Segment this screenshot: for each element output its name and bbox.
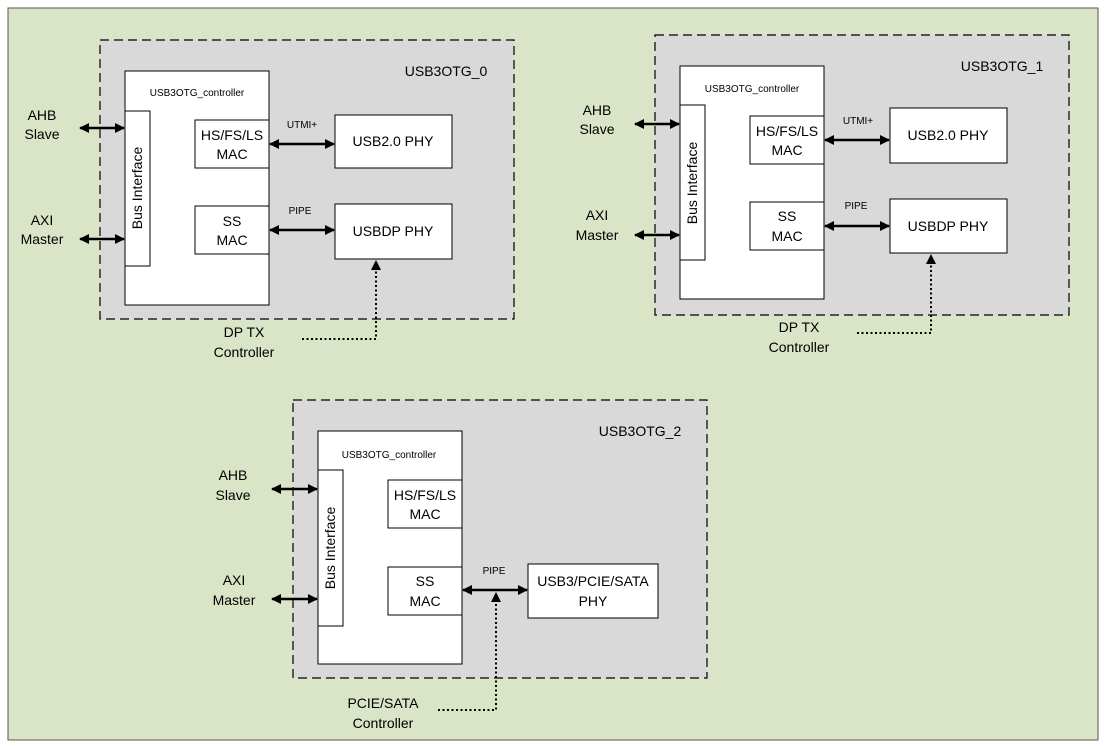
usb3otg-1-usbdp-phy-label: USBDP PHY xyxy=(908,218,989,234)
usb3otg-2-axi-line1: AXI xyxy=(223,572,246,588)
usb3otg-0-hs-mac xyxy=(194,119,270,169)
usb3otg-2-combo-phy-line1: USB3/PCIE/SATA xyxy=(537,573,649,589)
usb3otg-2-controller-label: USB3OTG_controller xyxy=(342,450,437,461)
usb3otg-2-ahb-line1: AHB xyxy=(219,467,248,483)
usb3otg-0-ext-dotted-arrow xyxy=(302,260,381,340)
usb3otg-0-group: USB3OTG_0 USB3OTG_controller Bus Interfa… xyxy=(21,39,515,360)
usb3otg-1-ext-dotted-arrow xyxy=(857,254,936,334)
usb3otg-0-hs-mac-line1: HS/FS/LS xyxy=(201,127,263,143)
usb3otg-2-ss-mac-line1: SS xyxy=(416,573,435,589)
usb3otg-2-pipe-label: PIPE xyxy=(483,566,506,577)
usb3otg-0-usbdp-phy xyxy=(334,203,453,260)
usb3otg-2-bus-interface xyxy=(317,469,344,627)
usb3otg-2-ext-dotted-arrow xyxy=(438,592,501,711)
usb3otg-0-bus-interface xyxy=(124,110,151,267)
usb3otg-1-hs-mac xyxy=(749,115,825,165)
usb3otg-1-axi-line1: AXI xyxy=(586,207,609,223)
usb3otg-1-usb2-phy-label: USB2.0 PHY xyxy=(908,127,990,143)
usb3otg-0-ss-mac-line2: MAC xyxy=(216,232,247,248)
usb3otg-1-ext-line2: Controller xyxy=(769,339,830,355)
usb3otg-2-axi-line2: Master xyxy=(213,592,256,608)
usb3otg-1-bus-interface xyxy=(679,104,706,261)
usb3otg-1-usbdp-phy xyxy=(889,198,1008,254)
usb3otg-0-ext-line2: Controller xyxy=(214,344,275,360)
usb3otg-2-hs-mac-line2: MAC xyxy=(409,506,440,522)
usb3otg-0-ahb-line1: AHB xyxy=(28,107,57,123)
usb3otg-2-ext-line2: Controller xyxy=(353,715,414,731)
usb3otg-1-hs-mac-line1: HS/FS/LS xyxy=(756,123,818,139)
usb3otg-2-hs-mac-line1: HS/FS/LS xyxy=(394,487,456,503)
usb3otg-1-ahb-line2: Slave xyxy=(579,121,614,137)
usb3otg-1-hs-mac-line2: MAC xyxy=(771,142,802,158)
usb3otg-0-usb2-phy xyxy=(334,114,453,169)
usb3otg-0-utmi-label: UTMI+ xyxy=(287,120,317,131)
usb3otg-1-ss-mac-line2: MAC xyxy=(771,228,802,244)
usb3otg-0-ahb-line2: Slave xyxy=(24,126,59,142)
usb3otg-0-hs-mac-line2: MAC xyxy=(216,146,247,162)
usb3otg-1-ss-mac-line1: SS xyxy=(778,208,797,224)
usb3otg-1-bus-interface-label: Bus Interface xyxy=(684,142,700,225)
usb3otg-1-title: USB3OTG_1 xyxy=(961,58,1044,74)
usb3otg-1-ext-line1: DP TX xyxy=(779,319,820,335)
usb3otg-0-bus-interface-label: Bus Interface xyxy=(129,147,145,230)
usb3otg-2-group: USB3OTG_2 USB3OTG_controller Bus Interfa… xyxy=(213,399,708,731)
usb3otg-0-pipe-label: PIPE xyxy=(289,206,312,217)
usb3otg-0-usb2-phy-label: USB2.0 PHY xyxy=(353,133,435,149)
usb3otg-1-axi-line2: Master xyxy=(576,227,619,243)
usb3otg-2-ss-mac-line2: MAC xyxy=(409,593,440,609)
usb3otg-0-ext-line1: DP TX xyxy=(224,324,265,340)
usb3otg-1-ahb-line1: AHB xyxy=(583,102,612,118)
usb3otg-2-ext-line1: PCIE/SATA xyxy=(347,695,419,711)
usb3otg-2-ahb-line2: Slave xyxy=(215,487,250,503)
usb3otg-2-hs-mac xyxy=(387,479,463,529)
usb3otg-1-controller-label: USB3OTG_controller xyxy=(705,84,800,95)
usb3otg-0-ss-mac-line1: SS xyxy=(223,213,242,229)
usb3otg-1-utmi-label: UTMI+ xyxy=(843,116,873,127)
usb3otg-1-group: USB3OTG_1 USB3OTG_controller Bus Interfa… xyxy=(576,34,1070,355)
usb3otg-0-controller-label: USB3OTG_controller xyxy=(150,88,245,99)
usb3otg-0-usbdp-phy-label: USBDP PHY xyxy=(353,223,434,239)
usb3otg-2-combo-phy xyxy=(527,563,659,619)
usb3otg-0-axi-line2: Master xyxy=(21,231,64,247)
usb3otg-1-ss-mac xyxy=(749,201,825,251)
usb3otg-0-axi-line1: AXI xyxy=(31,212,54,228)
usb3otg-2-title: USB3OTG_2 xyxy=(599,423,682,439)
usb3otg-1-pipe-label: PIPE xyxy=(845,201,868,212)
usb3otg-0-ss-mac xyxy=(194,205,270,255)
usb3otg-1-usb2-phy xyxy=(889,107,1008,164)
usb3otg-0-title: USB3OTG_0 xyxy=(405,63,488,79)
usb3otg-2-combo-phy-line2: PHY xyxy=(579,593,608,609)
usb3otg-2-bus-interface-label: Bus Interface xyxy=(322,507,338,590)
